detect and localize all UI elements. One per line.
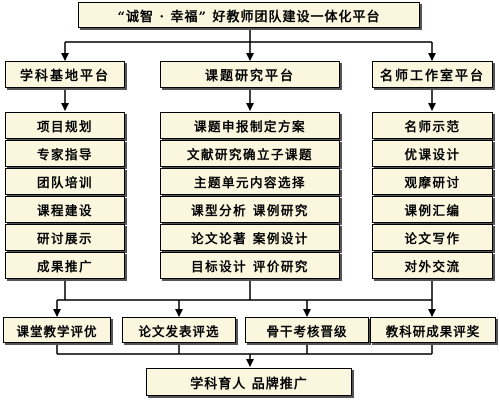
- item-text: 课型分析 课例研究: [191, 203, 309, 218]
- col3-item: 优课设计: [372, 140, 493, 167]
- col3-item: 对外交流: [372, 252, 493, 279]
- item-text: 课程建设: [36, 203, 93, 218]
- outcome-text: 课堂教学评优: [16, 323, 98, 339]
- item-text: 优课设计: [404, 147, 461, 162]
- outcome-text: 论文发表评选: [138, 323, 220, 339]
- item-text: 论文写作: [404, 231, 461, 246]
- item-text: 项目规划: [36, 119, 93, 134]
- item-text: 专家指导: [36, 147, 93, 162]
- col2-item: 论文论著 案例设计: [160, 224, 340, 251]
- header-text: 课题研究平台: [204, 69, 295, 84]
- col3-item: 观摩研讨: [372, 168, 493, 195]
- outcome-text: 教科研成果评奖: [385, 323, 481, 339]
- col2-item: 课题申报制定方案: [160, 112, 340, 139]
- header-research-platform: 课题研究平台: [160, 61, 340, 88]
- item-text: 对外交流: [404, 259, 461, 274]
- outcome-paper-publication: 论文发表评选: [122, 317, 236, 343]
- outcome-text: 骨干考核晋级: [266, 323, 348, 339]
- item-text: 主题单元内容选择: [193, 175, 306, 190]
- final-text: 学科育人 品牌推广: [190, 376, 308, 392]
- col2-item: 课型分析 课例研究: [160, 196, 340, 223]
- item-text: 团队培训: [36, 175, 93, 190]
- item-text: 名师示范: [404, 119, 461, 134]
- outcome-backbone-promotion: 骨干考核晋级: [245, 317, 369, 343]
- col1-item: 团队培训: [5, 168, 125, 195]
- item-text: 课题申报制定方案: [193, 119, 306, 134]
- col2-item: 文献研究确立子课题: [160, 140, 340, 167]
- col1-item: 成果推广: [5, 252, 125, 279]
- item-text: 观摩研讨: [404, 175, 461, 190]
- outcome-research-achievement-award: 教科研成果评奖: [370, 317, 496, 343]
- col2-item: 主题单元内容选择: [160, 168, 340, 195]
- header-master-teacher-studio-platform: 名师工作室平台: [372, 61, 493, 88]
- col3-item: 课例汇编: [372, 196, 493, 223]
- header-text: 名师工作室平台: [379, 69, 485, 84]
- final-box: 学科育人 品牌推广: [146, 368, 352, 396]
- item-text: 课例汇编: [404, 203, 461, 218]
- col3-item: 论文写作: [372, 224, 493, 251]
- header-subject-base-platform: 学科基地平台: [5, 61, 125, 88]
- col1-item: 专家指导: [5, 140, 125, 167]
- title-text: “诚智 · 幸福” 好教师团队建设一体化平台: [117, 9, 381, 25]
- outcome-classroom-teaching-award: 课堂教学评优: [3, 317, 111, 343]
- col3-item: 名师示范: [372, 112, 493, 139]
- item-text: 成果推广: [36, 259, 93, 274]
- col2-item: 目标设计 评价研究: [160, 252, 340, 279]
- col1-item: 研讨展示: [5, 224, 125, 251]
- item-text: 目标设计 评价研究: [191, 259, 309, 274]
- title-box: “诚智 · 幸福” 好教师团队建设一体化平台: [78, 2, 420, 28]
- item-text: 论文论著 案例设计: [191, 231, 309, 246]
- item-text: 文献研究确立子课题: [186, 147, 313, 162]
- item-text: 研讨展示: [36, 231, 93, 246]
- col1-item: 课程建设: [5, 196, 125, 223]
- col1-item: 项目规划: [5, 112, 125, 139]
- header-text: 学科基地平台: [19, 69, 110, 84]
